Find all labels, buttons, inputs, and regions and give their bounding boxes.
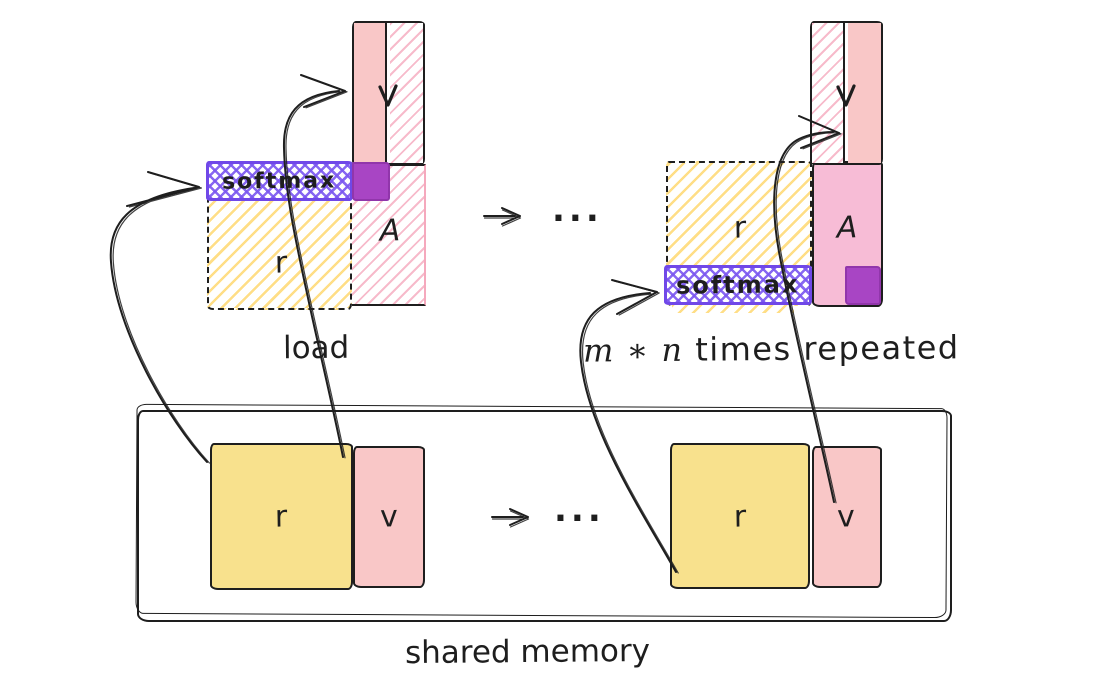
arrow-next-top-echo [483,209,522,227]
stage-right-v-strip [810,21,883,165]
memory-right-v-label: v [836,499,856,535]
stage-right-softmax-label: softmax [676,270,800,300]
stage-right-softmax-bar: softmax [664,265,812,305]
stage-left-r-label: r [274,245,288,281]
memory-left-r-block [210,443,353,590]
stage-left-accumulator-square [352,162,390,201]
load-caption: load [282,329,350,367]
repeat-caption-math: m ∗ n [582,330,684,370]
stage-right-a-label: A [836,210,858,246]
v-strip-remaining-half [812,23,845,163]
memory-left-v-label: v [379,499,399,535]
memory-right-r-label: r [733,499,747,535]
stage-left-softmax-label: softmax [222,167,337,195]
stage-right-accumulator-square [845,266,881,305]
stage-left-softmax-bar: softmax [206,161,353,201]
arrow-next-top [483,207,521,225]
repeat-caption: m ∗ n times repeated [583,328,960,369]
v-strip-remaining-half [389,23,423,163]
shared-memory-caption: shared memory [404,632,651,672]
repeat-caption-text: times repeated [683,328,960,369]
stage-right-hatch-spill [672,304,794,313]
shared-memory-panel [135,403,952,622]
stage-left-v-strip [352,21,425,165]
stage-right-r-label: r [733,210,747,246]
ellipsis-top: ... [552,190,603,230]
memory-left-v-block [353,446,425,588]
stage-left-a-label: A [379,213,401,249]
memory-left-r-label: r [274,499,288,535]
v-strip-consumed-half [847,23,881,163]
v-strip-consumed-half [354,23,387,163]
